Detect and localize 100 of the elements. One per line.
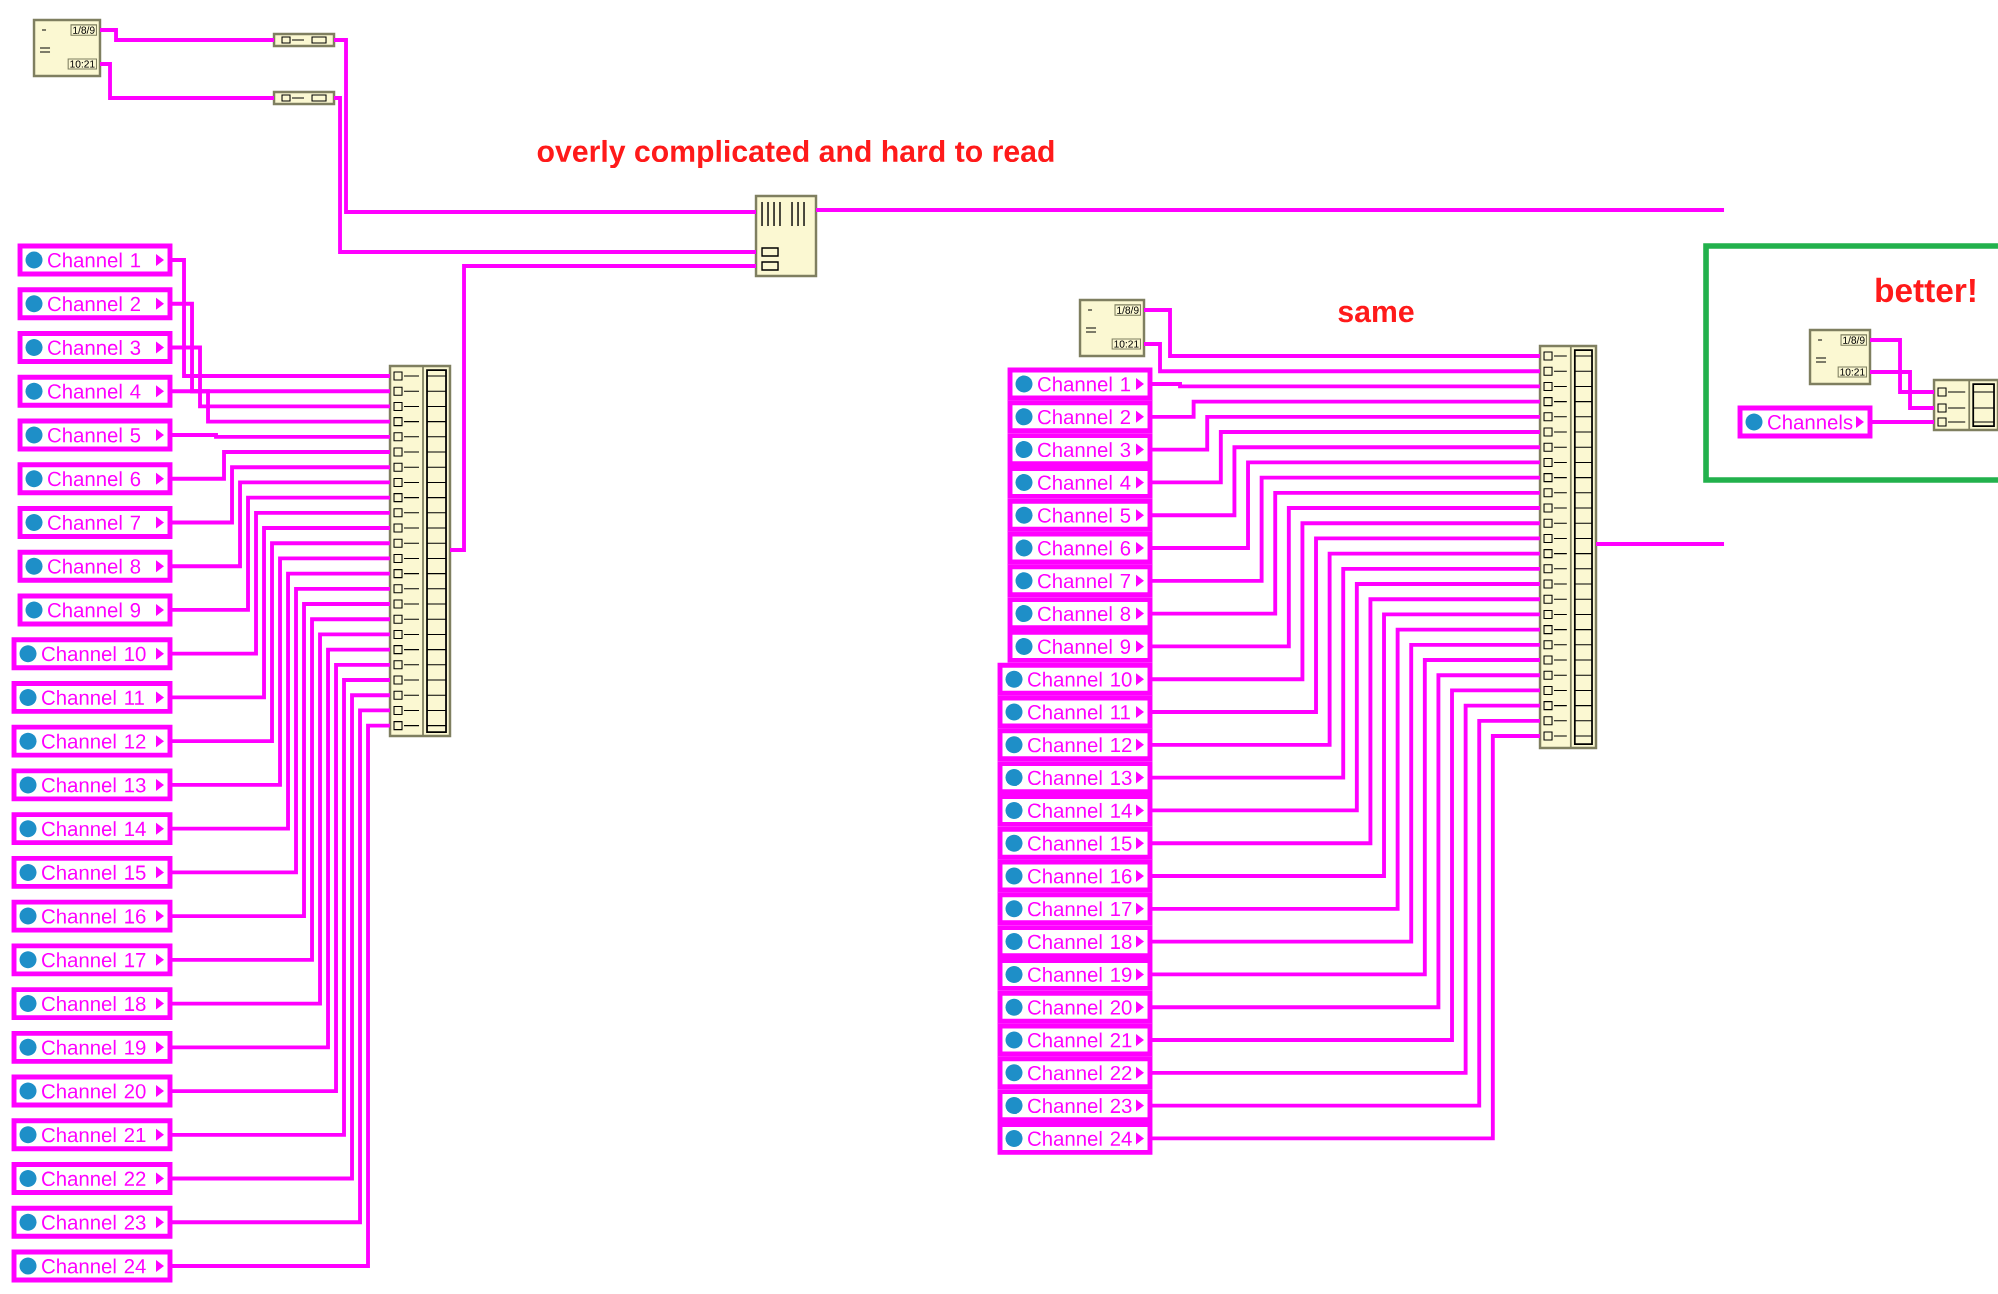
- wire: [1150, 382, 1541, 389]
- wire: [1150, 475, 1541, 583]
- wire: [170, 571, 390, 831]
- wire: [334, 96, 756, 254]
- string-constant: Channel 9: [1007, 629, 1153, 663]
- string-constant: Channel 14: [997, 793, 1153, 827]
- string-constant: Channel 3: [1007, 433, 1153, 467]
- wire: [1150, 551, 1541, 747]
- string-constant: Channel 16: [997, 859, 1153, 893]
- string-constant: Channel 4: [1007, 465, 1153, 499]
- wire: [170, 465, 390, 525]
- string-constant: Channel 10: [11, 637, 173, 671]
- string-constant: Channel 19: [997, 957, 1153, 991]
- wire: [170, 526, 390, 700]
- string-constant: Channel 22: [997, 1056, 1153, 1090]
- string-constant: Channel 23: [997, 1089, 1153, 1123]
- wire: [1870, 338, 1934, 394]
- wire: [170, 480, 390, 569]
- wire: [170, 301, 390, 394]
- string-constant: Channel 8: [1007, 597, 1153, 631]
- build-array-function: [1932, 378, 1998, 432]
- array-function: [754, 194, 818, 278]
- string-constant: Channel 18: [11, 987, 173, 1021]
- wire: [1150, 566, 1541, 780]
- string-constant: Channel 2: [1007, 400, 1153, 434]
- wire: [1150, 582, 1541, 813]
- wire: [1150, 536, 1541, 714]
- wire: [1150, 627, 1541, 911]
- wire: [170, 345, 390, 409]
- string-constant: Channel 7: [1007, 564, 1153, 598]
- string-constant: Channel 18: [997, 925, 1153, 959]
- string-constant: Channel 5: [17, 418, 173, 452]
- annotation-text: overly complicated and hard to read: [537, 139, 1054, 169]
- string-constant: Channel 1: [17, 243, 173, 277]
- string-constant: Channel 17: [997, 892, 1153, 926]
- string-constant: Channel 4: [17, 374, 173, 408]
- string-constant: Channel 12: [997, 728, 1153, 762]
- wire: [1150, 612, 1541, 878]
- wire: [170, 556, 390, 787]
- string-constant: Channel 17: [11, 943, 173, 977]
- string-constant: Channel 13: [997, 761, 1153, 795]
- string-constant: Channel 11: [997, 695, 1153, 729]
- wire: [1144, 308, 1541, 358]
- string-constant: Channel 21: [997, 1023, 1153, 1057]
- wire: [816, 208, 1724, 212]
- string-constant: Channel 24: [997, 1121, 1153, 1155]
- wire: [170, 450, 390, 481]
- wire: [1150, 597, 1541, 846]
- string-constant: Channel 14: [11, 812, 173, 846]
- wire: [1150, 445, 1541, 518]
- string-constant: Channel 15: [11, 855, 173, 889]
- wire: [1150, 414, 1541, 452]
- wire: [170, 617, 390, 962]
- string-constant: Channel 13: [11, 768, 173, 802]
- conversion-function: [272, 32, 336, 48]
- wire: [1870, 370, 1934, 410]
- string-constant: Channel 3: [17, 331, 173, 364]
- annotation-text: same: [1338, 305, 1414, 323]
- string-constant: Channel 15: [997, 826, 1153, 860]
- string-constant: Channel 6: [1007, 531, 1153, 565]
- wire: [1596, 542, 1724, 546]
- conversion-function: [272, 90, 336, 106]
- string-constant: Channel 23: [11, 1205, 173, 1239]
- string-constant: Channel 10: [997, 662, 1153, 696]
- wire: [170, 602, 390, 919]
- wire: [450, 264, 756, 552]
- string-constant: Channel 20: [11, 1074, 173, 1108]
- build-array-function: [388, 364, 452, 738]
- string-constant: Channel 19: [11, 1030, 173, 1064]
- string-constant: Channel 22: [11, 1162, 173, 1195]
- string-constant: Channel 5: [1007, 498, 1153, 532]
- build-array-function: [1538, 344, 1598, 750]
- wire: [170, 495, 390, 612]
- wire: [1150, 460, 1541, 550]
- string-constant: Channel 24: [11, 1249, 173, 1283]
- wire: [170, 433, 390, 439]
- string-constant: Channel 11: [11, 680, 173, 714]
- string-constant: Channel 1: [1007, 367, 1153, 401]
- wire: [100, 28, 275, 42]
- wire: [1150, 430, 1541, 485]
- string-constant: Channel 7: [17, 506, 173, 539]
- string-constant: Channel 6: [17, 462, 173, 496]
- wire: [334, 38, 756, 214]
- string-constant: Channel 21: [11, 1118, 173, 1152]
- string-constant: Channel 2: [17, 287, 173, 321]
- wire: [100, 62, 275, 100]
- string-constant: Channel 20: [997, 990, 1153, 1024]
- wire: [1150, 521, 1541, 682]
- string-constant: Channel 12: [11, 724, 173, 758]
- wire: [1150, 506, 1541, 649]
- wire: [1870, 420, 1934, 424]
- wire: [170, 541, 390, 744]
- wire: [170, 258, 390, 378]
- wire: [170, 389, 390, 424]
- string-constant: Channel 16: [11, 899, 173, 933]
- wire: [1150, 399, 1541, 419]
- string-constant: Channel 8: [17, 549, 173, 583]
- wire: [170, 510, 390, 656]
- string-constant: Channel 9: [17, 593, 173, 627]
- wire: [170, 586, 390, 875]
